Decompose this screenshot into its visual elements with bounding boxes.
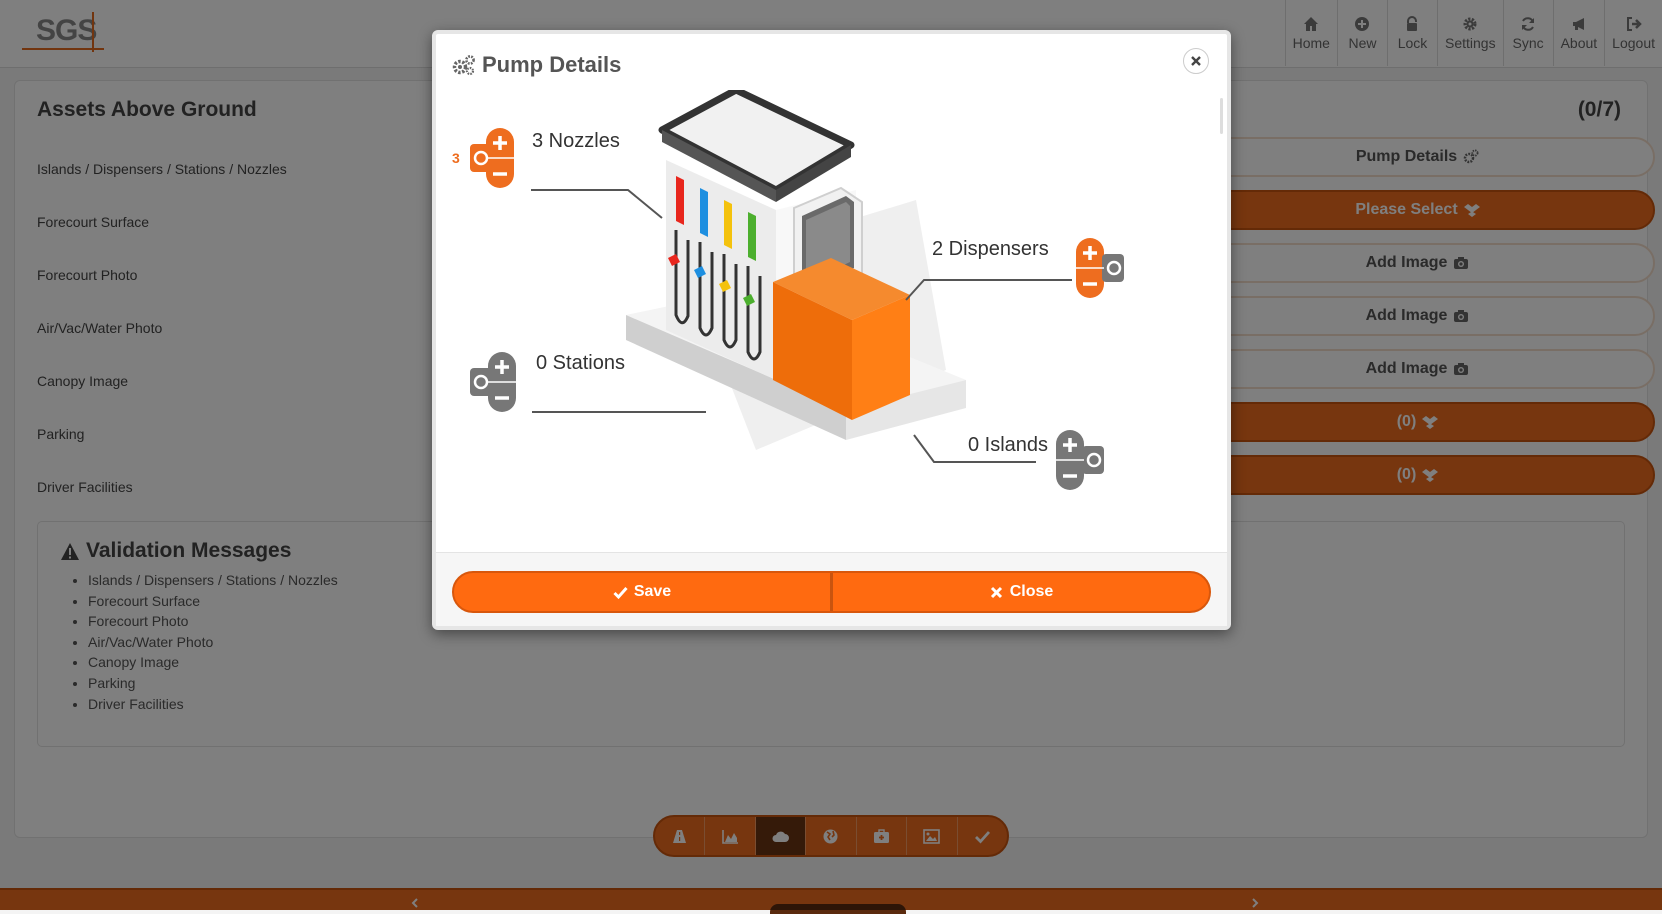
check-icon xyxy=(613,586,628,599)
islands-label: 0 Islands xyxy=(968,434,1049,456)
stations-camera-button[interactable] xyxy=(470,368,490,396)
modal-title-text: Pump Details xyxy=(482,52,622,77)
stations-increment-button[interactable] xyxy=(488,352,516,382)
modal-button-group: Save Close xyxy=(452,571,1211,613)
close-icon xyxy=(1191,56,1201,66)
islands-decrement-button[interactable] xyxy=(1056,460,1084,490)
islands-stepper xyxy=(1056,430,1104,490)
dispensers-stepper xyxy=(1076,238,1124,298)
fuel-pump-graphic xyxy=(531,90,1072,463)
pump-details-modal: Pump Details xyxy=(432,30,1231,630)
dispensers-camera-button[interactable] xyxy=(1102,254,1124,282)
gears-icon xyxy=(452,55,475,76)
modal-scrollbar[interactable] xyxy=(1220,98,1223,134)
close-button-label: Close xyxy=(1009,583,1054,600)
nozzles-stepper xyxy=(470,128,514,188)
dispensers-decrement-button[interactable] xyxy=(1076,268,1104,298)
islands-camera-button[interactable] xyxy=(1082,446,1104,474)
dispensers-increment-button[interactable] xyxy=(1076,238,1104,268)
nozzles-decrement-button[interactable] xyxy=(486,158,514,188)
save-button-label: Save xyxy=(633,583,672,600)
nozzles-camera-button[interactable] xyxy=(470,144,490,172)
stations-stepper xyxy=(470,352,516,412)
stations-decrement-button[interactable] xyxy=(488,382,516,412)
modal-close-icon-button[interactable] xyxy=(1183,48,1209,74)
nozzles-label: 3 Nozzles xyxy=(532,130,620,152)
nozzles-increment-button[interactable] xyxy=(486,128,514,158)
save-button[interactable]: Save xyxy=(454,573,830,611)
nozzles-photo-count-badge: 3 xyxy=(452,150,460,166)
dispensers-label: 2 Dispensers xyxy=(932,238,1049,260)
modal-title: Pump Details xyxy=(452,52,621,78)
close-icon xyxy=(990,586,1002,598)
stations-label: 0 Stations xyxy=(536,352,625,374)
islands-increment-button[interactable] xyxy=(1056,430,1084,460)
close-button[interactable]: Close xyxy=(830,573,1209,611)
modal-footer: Save Close xyxy=(436,552,1227,626)
pump-illustration: 3 3 Nozzles 2 Dispensers 0 xyxy=(436,90,1227,530)
